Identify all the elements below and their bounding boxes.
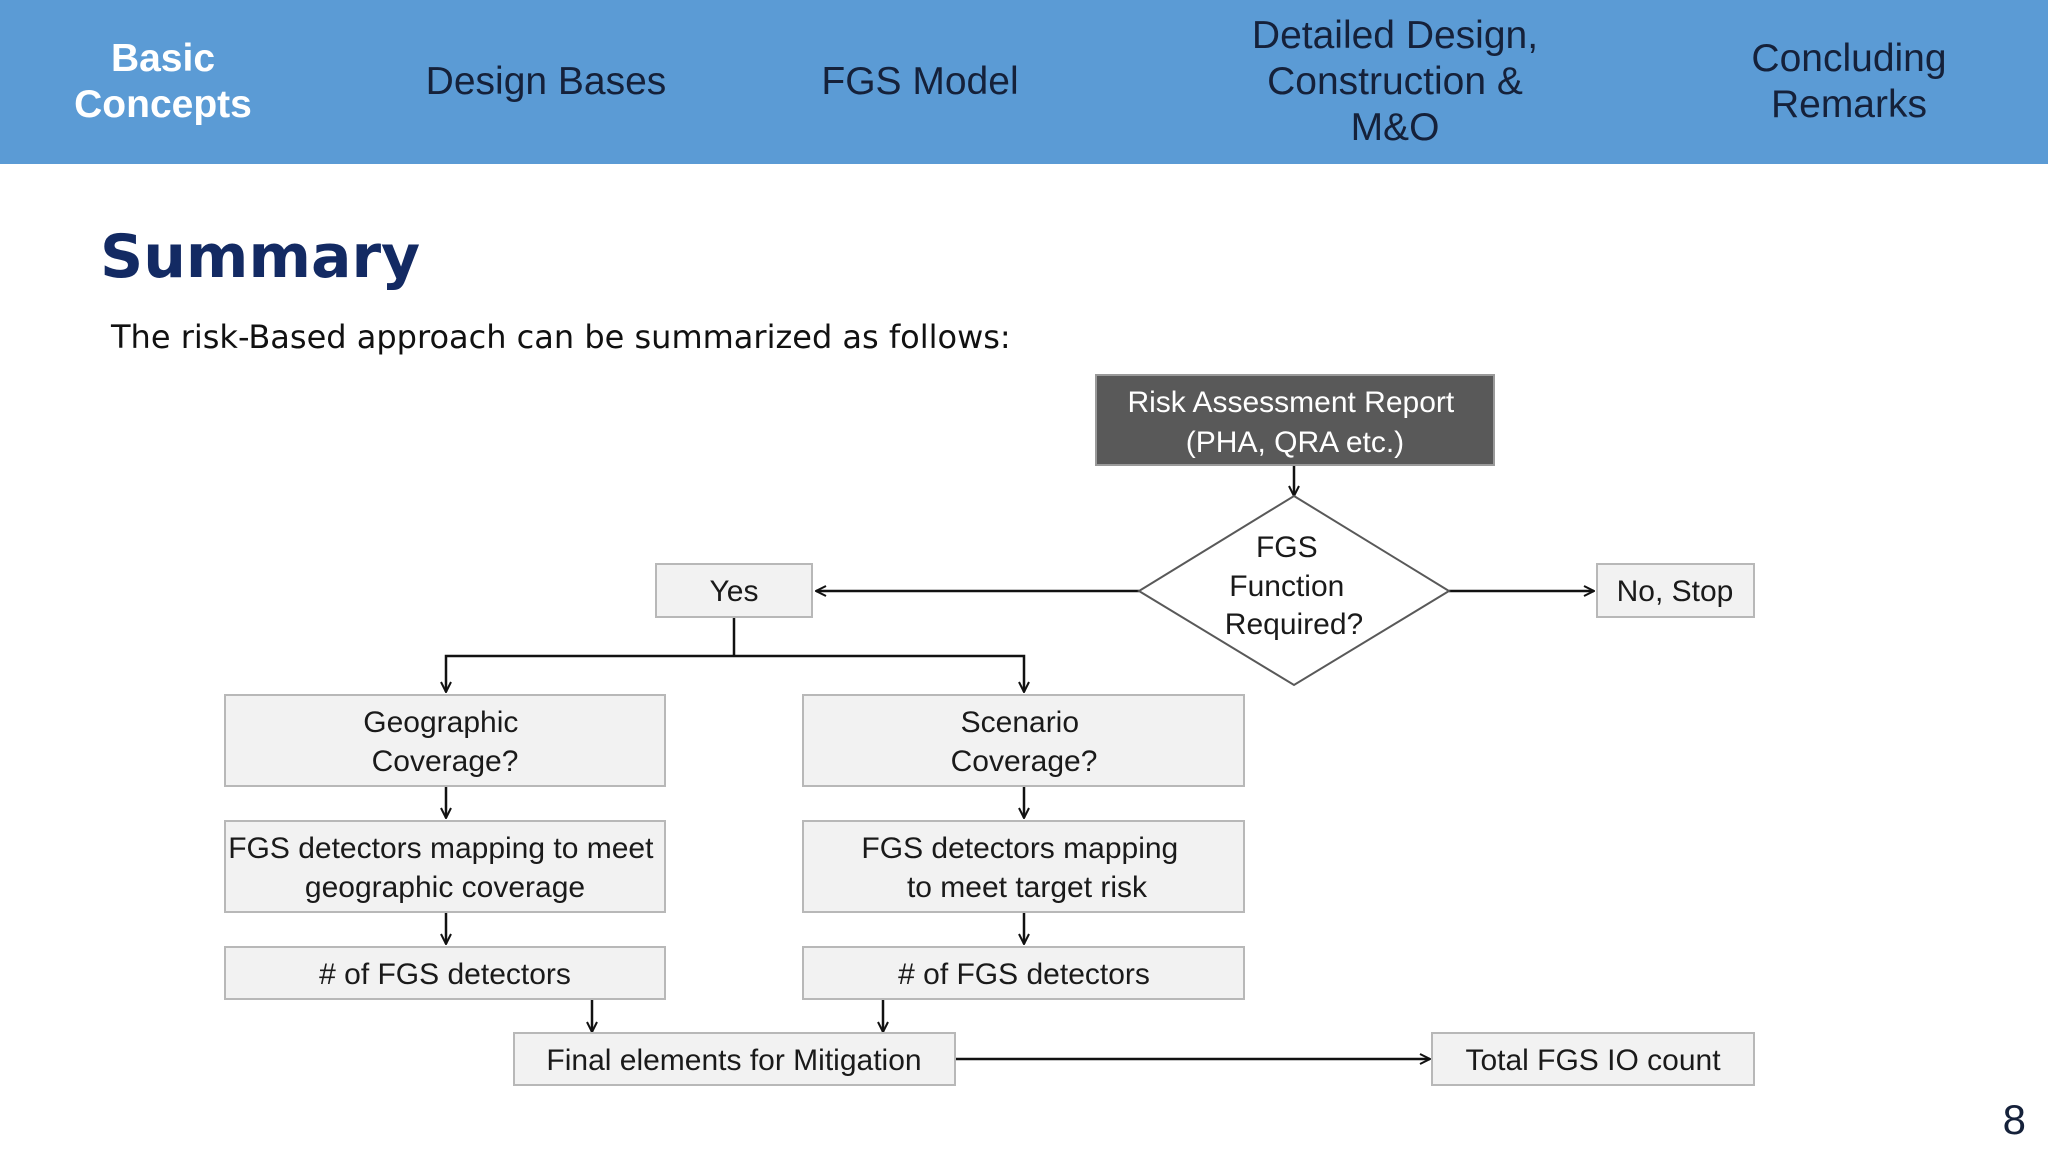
node-geographic-detector-count-label: # of FGS detectors bbox=[319, 958, 571, 991]
node-scenario-detector-count: # of FGS detectors bbox=[802, 946, 1245, 1000]
node-total-io-count-label: Total FGS IO count bbox=[1465, 1044, 1721, 1077]
edge-yes-to-scenario bbox=[734, 654, 1024, 692]
nav-tab-basic-concepts[interactable]: Basic Concepts bbox=[74, 37, 252, 126]
flowchart-edges bbox=[446, 465, 1594, 1059]
node-risk-assessment-report-label: Risk Assessment Report (PHA, QRA etc.) bbox=[1127, 386, 1462, 459]
node-geographic-detector-count: # of FGS detectors bbox=[224, 946, 666, 1000]
node-scenario-coverage-label: Scenario Coverage? bbox=[951, 706, 1098, 778]
slide-title: Summary bbox=[100, 222, 421, 292]
node-scenario-detector-count-label: # of FGS detectors bbox=[898, 958, 1150, 991]
node-no-stop: No, Stop bbox=[1596, 563, 1755, 618]
nav-tab-detailed-design[interactable]: Detailed Design, Construction & M&O bbox=[1251, 14, 1539, 149]
top-navigation: Basic Concepts Design Bases FGS Model De… bbox=[0, 0, 2048, 164]
node-fgs-function-decision-label: FGS Function Required? bbox=[1225, 531, 1363, 641]
node-scenario-mapping-label: FGS detectors mapping to meet target ris… bbox=[861, 832, 1186, 904]
node-fgs-function-decision: FGS Function Required? bbox=[1137, 494, 1451, 687]
page-number: 8 bbox=[2002, 1096, 2026, 1143]
nav-tab-concluding-remarks[interactable]: Concluding Remarks bbox=[1751, 37, 1947, 126]
node-no-stop-label: No, Stop bbox=[1617, 575, 1734, 608]
node-scenario-mapping: FGS detectors mapping to meet target ris… bbox=[802, 820, 1245, 913]
nav-tab-fgs-model[interactable]: FGS Model bbox=[821, 60, 1019, 103]
node-scenario-coverage: Scenario Coverage? bbox=[802, 694, 1245, 787]
node-geographic-mapping: FGS detectors mapping to meet geographic… bbox=[224, 820, 666, 913]
edge-yes-to-geographic bbox=[446, 654, 734, 692]
node-yes-label: Yes bbox=[710, 575, 759, 608]
node-risk-assessment-report: Risk Assessment Report (PHA, QRA etc.) bbox=[1095, 374, 1495, 466]
node-yes: Yes bbox=[655, 563, 813, 618]
node-total-io-count: Total FGS IO count bbox=[1431, 1032, 1755, 1086]
node-geographic-mapping-label: FGS detectors mapping to meet geographic… bbox=[228, 832, 662, 904]
node-final-elements-label: Final elements for Mitigation bbox=[546, 1044, 921, 1077]
node-final-elements: Final elements for Mitigation bbox=[513, 1032, 956, 1086]
node-geographic-coverage-label: Geographic Coverage? bbox=[363, 706, 526, 778]
node-geographic-coverage: Geographic Coverage? bbox=[224, 694, 666, 787]
nav-tab-design-bases[interactable]: Design Bases bbox=[425, 60, 667, 103]
slide-subtitle: The risk-Based approach can be summarize… bbox=[111, 318, 1011, 356]
